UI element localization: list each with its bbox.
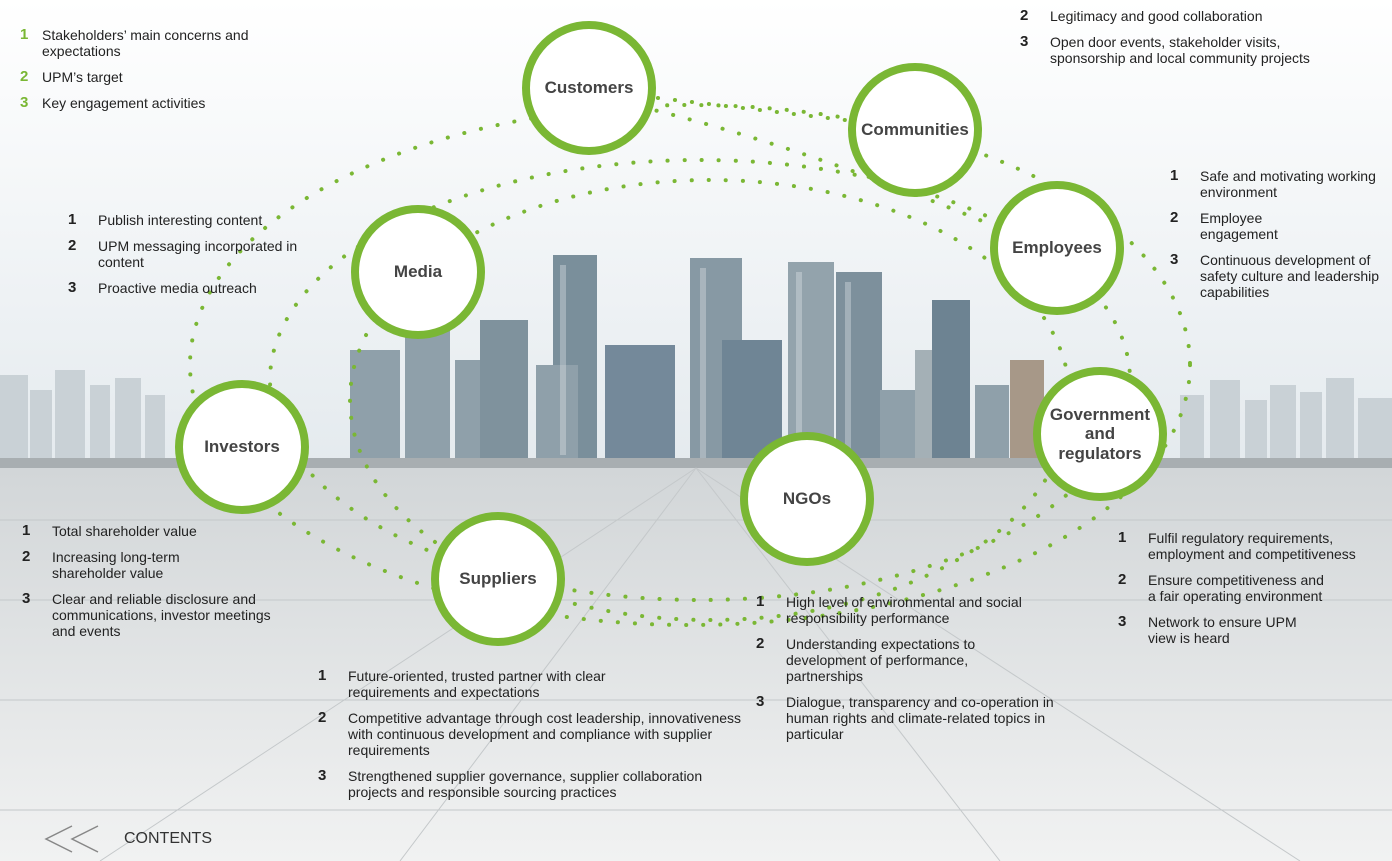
list-item: 3 Continuous development of safety cultur… [1170, 251, 1392, 301]
item-text: Future-oriented, trusted partner with cl… [348, 668, 606, 700]
item-number: 2 [756, 635, 765, 652]
item-text: Competitive advantage through cost leade… [348, 710, 742, 758]
list-item: 2 UPM messaging incorporated in content [68, 237, 338, 271]
list-item: 3 Dialogue, transparency and co-operation… [756, 693, 1066, 743]
list-item: 2 Ensure competitiveness and a fair opera… [1118, 571, 1358, 605]
double-chevron-left-icon [44, 825, 99, 853]
item-text: UPM messaging incorporated in content [98, 238, 298, 270]
item-text: Fulfil regulatory requirements, employme… [1148, 530, 1356, 562]
investors-node[interactable]: Investors [175, 380, 309, 514]
customers-node[interactable]: Customers [522, 21, 656, 155]
item-number: 1 [1170, 167, 1179, 184]
item-number: 3 [318, 767, 327, 784]
list-item: 2 Employee engagement [1170, 209, 1392, 243]
item-number: 3 [1020, 33, 1029, 50]
list-item: 1 Future-oriented, trusted partner with c… [318, 667, 748, 701]
list-item: 3 Clear and reliable disclosure and commu… [22, 590, 277, 640]
item-number: 1 [756, 593, 765, 610]
list-item: 2 Increasing long-term shareholder value [22, 548, 277, 582]
item-number: 3 [1170, 251, 1179, 268]
item-text: Dialogue, transparency and co-operation … [786, 694, 1054, 742]
legend-text: Key engagement activities [42, 95, 206, 111]
item-number: 3 [68, 279, 77, 296]
item-text: Strengthened supplier governance, suppli… [348, 768, 703, 800]
communities-node[interactable]: Communities [848, 63, 982, 197]
legend-item: 3 Key engagement activities [20, 94, 290, 112]
government-list: 1 Fulfil regulatory requirements, employm… [1118, 530, 1358, 656]
communities-list: 2 Legitimacy and good collaboration 3 Open… [1020, 8, 1320, 76]
item-text: Open door events, stakeholder visits, sp… [1050, 34, 1310, 66]
government-node[interactable]: Government and regulators [1033, 367, 1167, 501]
list-item: 3 Proactive media outreach [68, 279, 338, 297]
item-text: Clear and reliable disclosure and commun… [52, 591, 271, 639]
item-number: 2 [1020, 7, 1029, 24]
item-text: Continuous development of safety culture… [1200, 252, 1379, 300]
employees-node[interactable]: Employees [990, 181, 1124, 315]
legend-text: Stakeholders’ main concerns and expectat… [42, 27, 249, 59]
employees-list: 1 Safe and motivating working environment… [1170, 168, 1392, 310]
list-item: 1 Publish interesting content [68, 211, 338, 229]
legend-item: 1 Stakeholders’ main concerns and expecta… [20, 26, 290, 60]
list-item: 1 Fulfil regulatory requirements, employm… [1118, 529, 1358, 563]
item-number: 2 [68, 237, 77, 254]
list-item: 2 Legitimacy and good collaboration [1020, 7, 1320, 25]
media-list: 1 Publish interesting content 2 UPM messag… [68, 212, 338, 306]
list-item: 2 Competitive advantage through cost lead… [318, 709, 748, 759]
customers-label: Customers [544, 78, 634, 98]
item-number: 1 [1118, 529, 1127, 546]
government-label-line: regulators [1058, 443, 1142, 463]
item-number: 1 [22, 522, 31, 539]
legend-number: 2 [20, 68, 29, 85]
investors-label: Investors [204, 437, 280, 457]
media-node[interactable]: Media [351, 205, 485, 339]
list-item: 2 Understanding expectations to developme… [756, 635, 1066, 685]
item-text: High level of environmental and social r… [786, 594, 1022, 626]
employees-label: Employees [1012, 238, 1102, 258]
list-item: 1 Safe and motivating working environment [1170, 167, 1392, 201]
item-text: Legitimacy and good collaboration [1050, 8, 1263, 24]
investors-list: 1 Total shareholder value 2 Increasing lon… [22, 523, 277, 649]
item-number: 1 [68, 211, 77, 228]
ngos-list: 1 High level of environmental and social … [756, 594, 1066, 752]
list-item: 1 Total shareholder value [22, 522, 277, 540]
government-label-line: Government [1049, 404, 1151, 424]
legend-number: 1 [20, 26, 29, 43]
suppliers-label: Suppliers [459, 569, 537, 589]
ngos-node[interactable]: NGOs [740, 432, 874, 566]
suppliers-node[interactable]: Suppliers [431, 512, 565, 646]
suppliers-list: 1 Future-oriented, trusted partner with c… [318, 668, 748, 810]
contents-nav-button[interactable]: CONTENTS [42, 824, 212, 854]
item-text: Ensure competitiveness and a fair operat… [1148, 572, 1324, 604]
item-number: 3 [756, 693, 765, 710]
legend-number: 3 [20, 94, 29, 111]
ngos-label: NGOs [782, 489, 832, 509]
list-item: 3 Network to ensure UPM view is heard [1118, 613, 1358, 647]
item-number: 1 [318, 667, 327, 684]
list-item: 1 High level of environmental and social … [756, 593, 1066, 627]
item-text: Employee engagement [1200, 210, 1278, 242]
item-text: Network to ensure UPM view is heard [1148, 614, 1297, 646]
item-text: Safe and motivating working environment [1200, 168, 1376, 200]
item-number: 3 [1118, 613, 1127, 630]
list-item: 3 Strengthened supplier governance, suppl… [318, 767, 748, 801]
item-number: 2 [22, 548, 31, 565]
media-label: Media [393, 262, 443, 282]
item-number: 2 [1118, 571, 1127, 588]
item-number: 3 [22, 590, 31, 607]
item-text: Increasing long-term shareholder value [52, 549, 180, 581]
contents-label: CONTENTS [124, 830, 212, 847]
item-text: Proactive media outreach [98, 280, 257, 296]
list-item: 3 Open door events, stakeholder visits, s… [1020, 33, 1320, 67]
communities-label: Communities [861, 120, 969, 140]
legend: 1 Stakeholders’ main concerns and expecta… [20, 27, 290, 121]
item-text: Understanding expectations to developmen… [786, 636, 976, 684]
item-number: 2 [1170, 209, 1179, 226]
legend-item: 2 UPM’s target [20, 68, 290, 86]
item-text: Publish interesting content [98, 212, 263, 228]
legend-text: UPM’s target [42, 69, 123, 85]
government-label: Government and regulators [1050, 405, 1150, 464]
government-label-line: and [1084, 424, 1116, 444]
item-number: 2 [318, 709, 327, 726]
item-text: Total shareholder value [52, 523, 197, 539]
